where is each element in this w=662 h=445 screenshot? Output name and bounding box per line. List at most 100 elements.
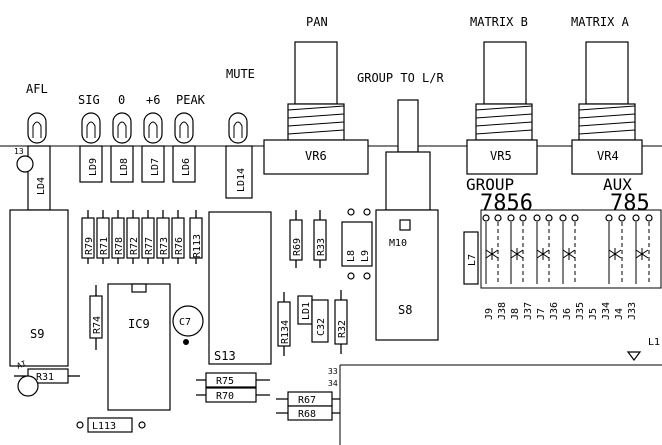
plus6-label: +6: [146, 93, 160, 107]
c32-label: C32: [316, 318, 327, 336]
afl-label: AFL: [26, 82, 48, 96]
triangle-marker-icon: [626, 351, 642, 361]
ld1-label: LD1: [301, 302, 312, 320]
jumper-label: J4: [614, 308, 625, 320]
jumper-pad: [482, 214, 490, 222]
led-dome-plus6: [143, 112, 163, 144]
zero-label: 0: [118, 93, 125, 107]
ld8-label: LD8: [119, 158, 130, 176]
r32-label: R32: [337, 320, 348, 338]
jumper-pad: [618, 214, 626, 222]
jumper-link-mark: [562, 248, 576, 260]
matrix-a-label: MATRIX A: [571, 15, 630, 29]
led-dome-zero: [112, 112, 132, 144]
group-to-lr-label: GROUP TO L/R: [357, 71, 444, 85]
jumper-label: J38: [497, 302, 508, 320]
r76-label: R76: [174, 237, 185, 255]
s8-cap: [385, 151, 431, 211]
l8-label: L8: [346, 250, 357, 262]
r73-label: R73: [159, 237, 170, 255]
jumper-link-mark: [635, 248, 649, 260]
peak-label: PEAK: [176, 93, 206, 107]
r134-label: R134: [280, 320, 291, 344]
sig-label: SIG: [78, 93, 100, 107]
jumper-pad: [571, 214, 579, 222]
ld6-label: LD6: [181, 158, 192, 176]
vr4-body: [571, 139, 643, 175]
vr5-body: [466, 139, 538, 175]
ld14-label: LD14: [236, 168, 247, 192]
vr6-body: [263, 139, 369, 175]
r74-label: R74: [92, 316, 103, 334]
r72-label: R72: [129, 237, 140, 255]
l7-body: [463, 231, 479, 285]
c7-pin: [183, 339, 189, 345]
matrix-b-pot-shaft: [475, 41, 533, 141]
ic9-body: [107, 283, 171, 411]
l8-l9-coils: [341, 208, 373, 280]
r78-label: R78: [114, 237, 125, 255]
jumper-link-mark: [485, 248, 499, 260]
l9-label: L9: [360, 250, 371, 262]
l113-label: L113: [92, 421, 116, 432]
mute-label: MUTE: [226, 67, 255, 81]
jumper-pad: [533, 214, 541, 222]
aux-numbers: 785: [610, 191, 650, 216]
jumper-label: J33: [627, 302, 638, 320]
s8-shaft: [397, 99, 419, 153]
c7-capacitor: [172, 305, 204, 337]
jumper-pad: [494, 214, 502, 222]
group-label: GROUP: [466, 175, 514, 194]
resistor-bank: [81, 210, 203, 264]
connector-block-outline: [339, 364, 662, 445]
pad-33-label: 33: [328, 367, 338, 376]
r79-label: R79: [84, 237, 95, 255]
ld7-label: LD7: [150, 158, 161, 176]
jumper-pad: [559, 214, 567, 222]
jumper-label: J36: [549, 302, 560, 320]
ai-label: AI: [15, 359, 27, 371]
jumper-link-mark: [510, 248, 524, 260]
ld6-body: [172, 145, 196, 183]
vr5-label: VR5: [490, 149, 512, 163]
jumper-label: J7: [536, 308, 547, 320]
r75-r70-resistors: [196, 372, 270, 403]
vr6-label: VR6: [305, 149, 327, 163]
r32-resistor: [334, 290, 348, 354]
ic9-notch: [131, 283, 147, 293]
ld9-body: [79, 145, 103, 183]
l113-pad-left: [76, 421, 84, 429]
jumper-label: J8: [510, 308, 521, 320]
l113-pad-right: [138, 421, 146, 429]
jumper-pad: [507, 214, 515, 222]
jumper-link-mark: [536, 248, 550, 260]
jumper-link-mark: [608, 248, 622, 260]
s13-body: [208, 211, 272, 365]
s8-body: [375, 209, 439, 341]
pad-13-label: 13: [14, 147, 24, 156]
pad-34-label: 34: [328, 379, 338, 388]
ld8-body: [110, 145, 134, 183]
r134-resistor: [277, 292, 291, 356]
r77-label: R77: [144, 237, 155, 255]
vr4-label: VR4: [597, 149, 619, 163]
m10-pad: [399, 219, 411, 231]
jumper-label: J9: [484, 308, 495, 320]
c32-body: [311, 299, 329, 343]
jumper-pad: [545, 214, 553, 222]
l7-label: L7: [467, 254, 478, 266]
r74-resistor: [89, 285, 103, 350]
jumper-label: J37: [523, 302, 534, 320]
jumper-pad: [519, 214, 527, 222]
ic9-label: IC9: [128, 317, 150, 331]
led-dome-sig: [81, 112, 101, 144]
jumper-label: J34: [601, 302, 612, 320]
m10-label: M10: [389, 238, 407, 249]
ld7-body: [141, 145, 165, 183]
jumper-pad: [645, 214, 653, 222]
ld9-label: LD9: [88, 158, 99, 176]
jumper-label: J35: [575, 302, 586, 320]
